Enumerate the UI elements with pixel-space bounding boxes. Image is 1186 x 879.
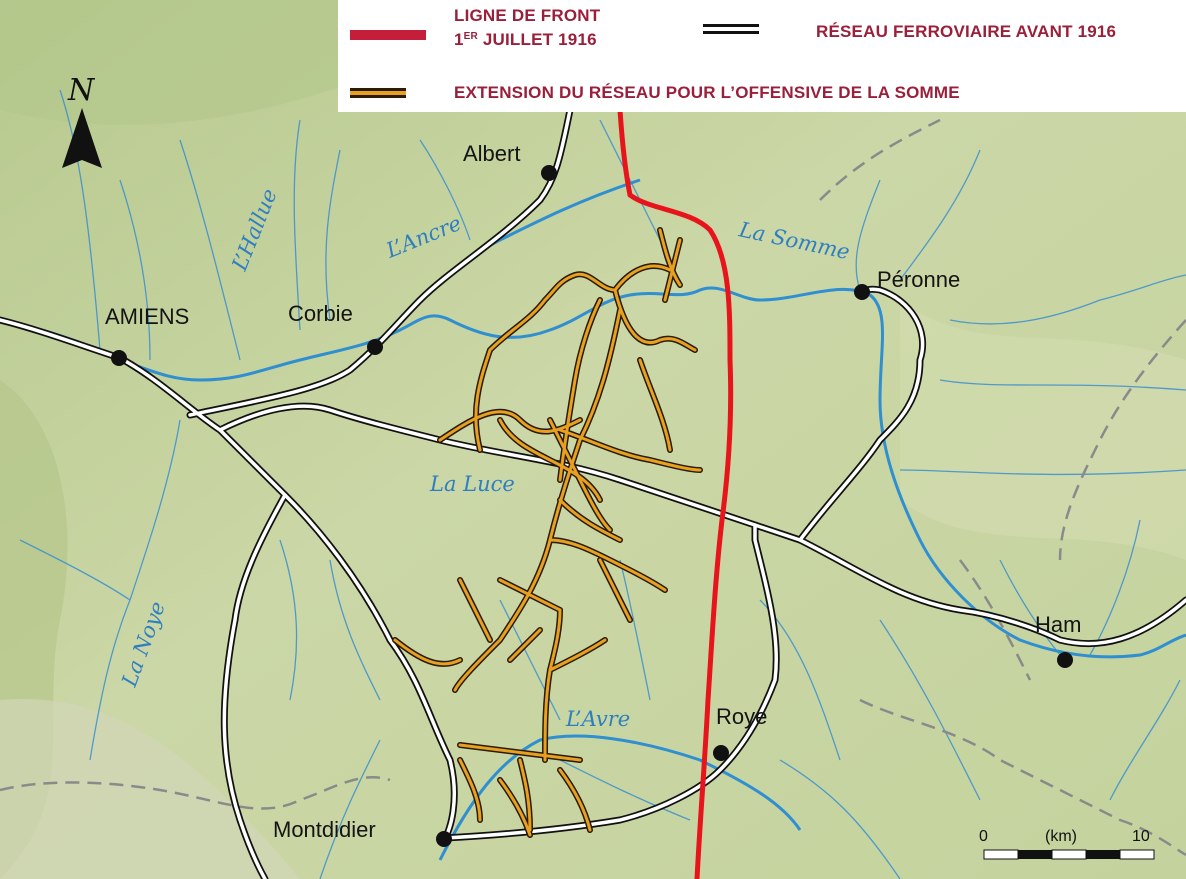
town-label-albert: Albert [463,141,520,166]
town-label-ham: Ham [1035,612,1081,637]
railway-extension [392,227,703,838]
legend-front-line-line1: LIGNE DE FRONT [454,6,601,25]
legend-swatch-front-line [350,30,426,40]
town-label-peronne: Péronne [877,267,960,292]
town-dot-corbie [367,339,383,355]
scale-label-unit: (km) [1045,828,1077,845]
scale-segment-1 [983,849,1019,860]
river-somme [0,286,1186,659]
north-arrow-icon [62,108,102,168]
north-letter: N [67,73,96,108]
town-label-roye: Roye [716,704,767,729]
terrain-shade-east [900,300,1186,560]
legend-panel: LIGNE DE FRONT 1ER JUILLET 1916 RÉSEAU F… [338,0,1186,112]
town-dot-albert [541,165,557,181]
legend-front-line-ordinal: ER [463,31,478,42]
legend-front-line-date: JUILLET 1916 [477,30,597,49]
legend-front-line-day: 1 [454,30,464,49]
town-label-montdidier: Montdidier [273,817,376,842]
legend-front-line-line2: 1ER JUILLET 1916 [454,30,597,50]
legend-swatch-rail-extension [350,88,406,98]
town-label-amiens: AMIENS [105,304,189,329]
town-dot-montdidier [436,831,452,847]
river-label-avre: L’Avre [565,707,630,731]
scale-segment-2 [1018,850,1052,859]
scale-label-start: 0 [979,828,988,845]
town-dot-amiens [111,350,127,366]
scale-segment-5 [1119,849,1155,860]
river-avre [438,734,802,861]
front-line [617,107,734,879]
town-label-corbie: Corbie [288,301,353,326]
town-dot-ham [1057,652,1073,668]
terrain-shade-south [0,699,300,879]
legend-swatch-rail-existing [703,24,759,34]
legend-rail-existing-label: RÉSEAU FERROVIAIRE AVANT 1916 [816,22,1117,41]
town-dot-peronne [854,284,870,300]
north-arrow: N [62,73,102,168]
scale-segment-3 [1051,849,1087,860]
river-label-luce: La Luce [429,472,515,496]
scale-label-end: 10 [1132,828,1150,845]
town-dot-roye [713,745,729,761]
scale-segment-4 [1086,850,1120,859]
legend-rail-extension-label: EXTENSION DU RÉSEAU POUR L’OFFENSIVE DE … [454,83,960,102]
scale-bar: 0 (km) 10 [979,828,1155,860]
